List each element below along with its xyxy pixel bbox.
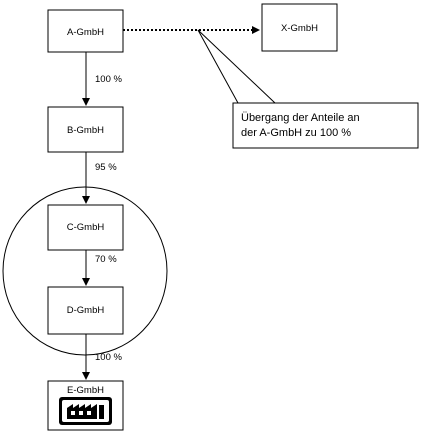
- company-box-e: E-GmbH: [47, 380, 124, 431]
- company-box-d: D-GmbH: [47, 286, 124, 335]
- share-label-d-e: 100 %: [95, 352, 122, 363]
- company-label-x: X-GmbH: [281, 23, 318, 34]
- company-box-x: X-GmbH: [261, 3, 338, 52]
- company-box-b: B-GmbH: [47, 106, 124, 153]
- callout-note: Übergang der Anteile an der A-GmbH zu 10…: [232, 102, 419, 149]
- company-label-b: B-GmbH: [67, 125, 104, 136]
- callout-line-2: der A-GmbH zu 100 %: [241, 127, 351, 139]
- company-box-c: C-GmbH: [47, 204, 124, 251]
- company-label-d: D-GmbH: [67, 305, 105, 316]
- share-label-b-c: 95 %: [95, 162, 117, 173]
- factory-icon: [59, 397, 112, 425]
- company-label-a: A-GmbH: [67, 27, 104, 38]
- company-label-e: E-GmbH: [67, 385, 104, 396]
- callout-line-1: Übergang der Anteile an: [241, 112, 360, 124]
- callout-pointer: [197, 29, 276, 104]
- share-label-c-d: 70 %: [95, 254, 117, 265]
- share-label-a-b: 100 %: [95, 74, 122, 85]
- company-box-a: A-GmbH: [47, 9, 124, 53]
- group-circle: [2, 186, 168, 356]
- company-label-c: C-GmbH: [67, 222, 105, 233]
